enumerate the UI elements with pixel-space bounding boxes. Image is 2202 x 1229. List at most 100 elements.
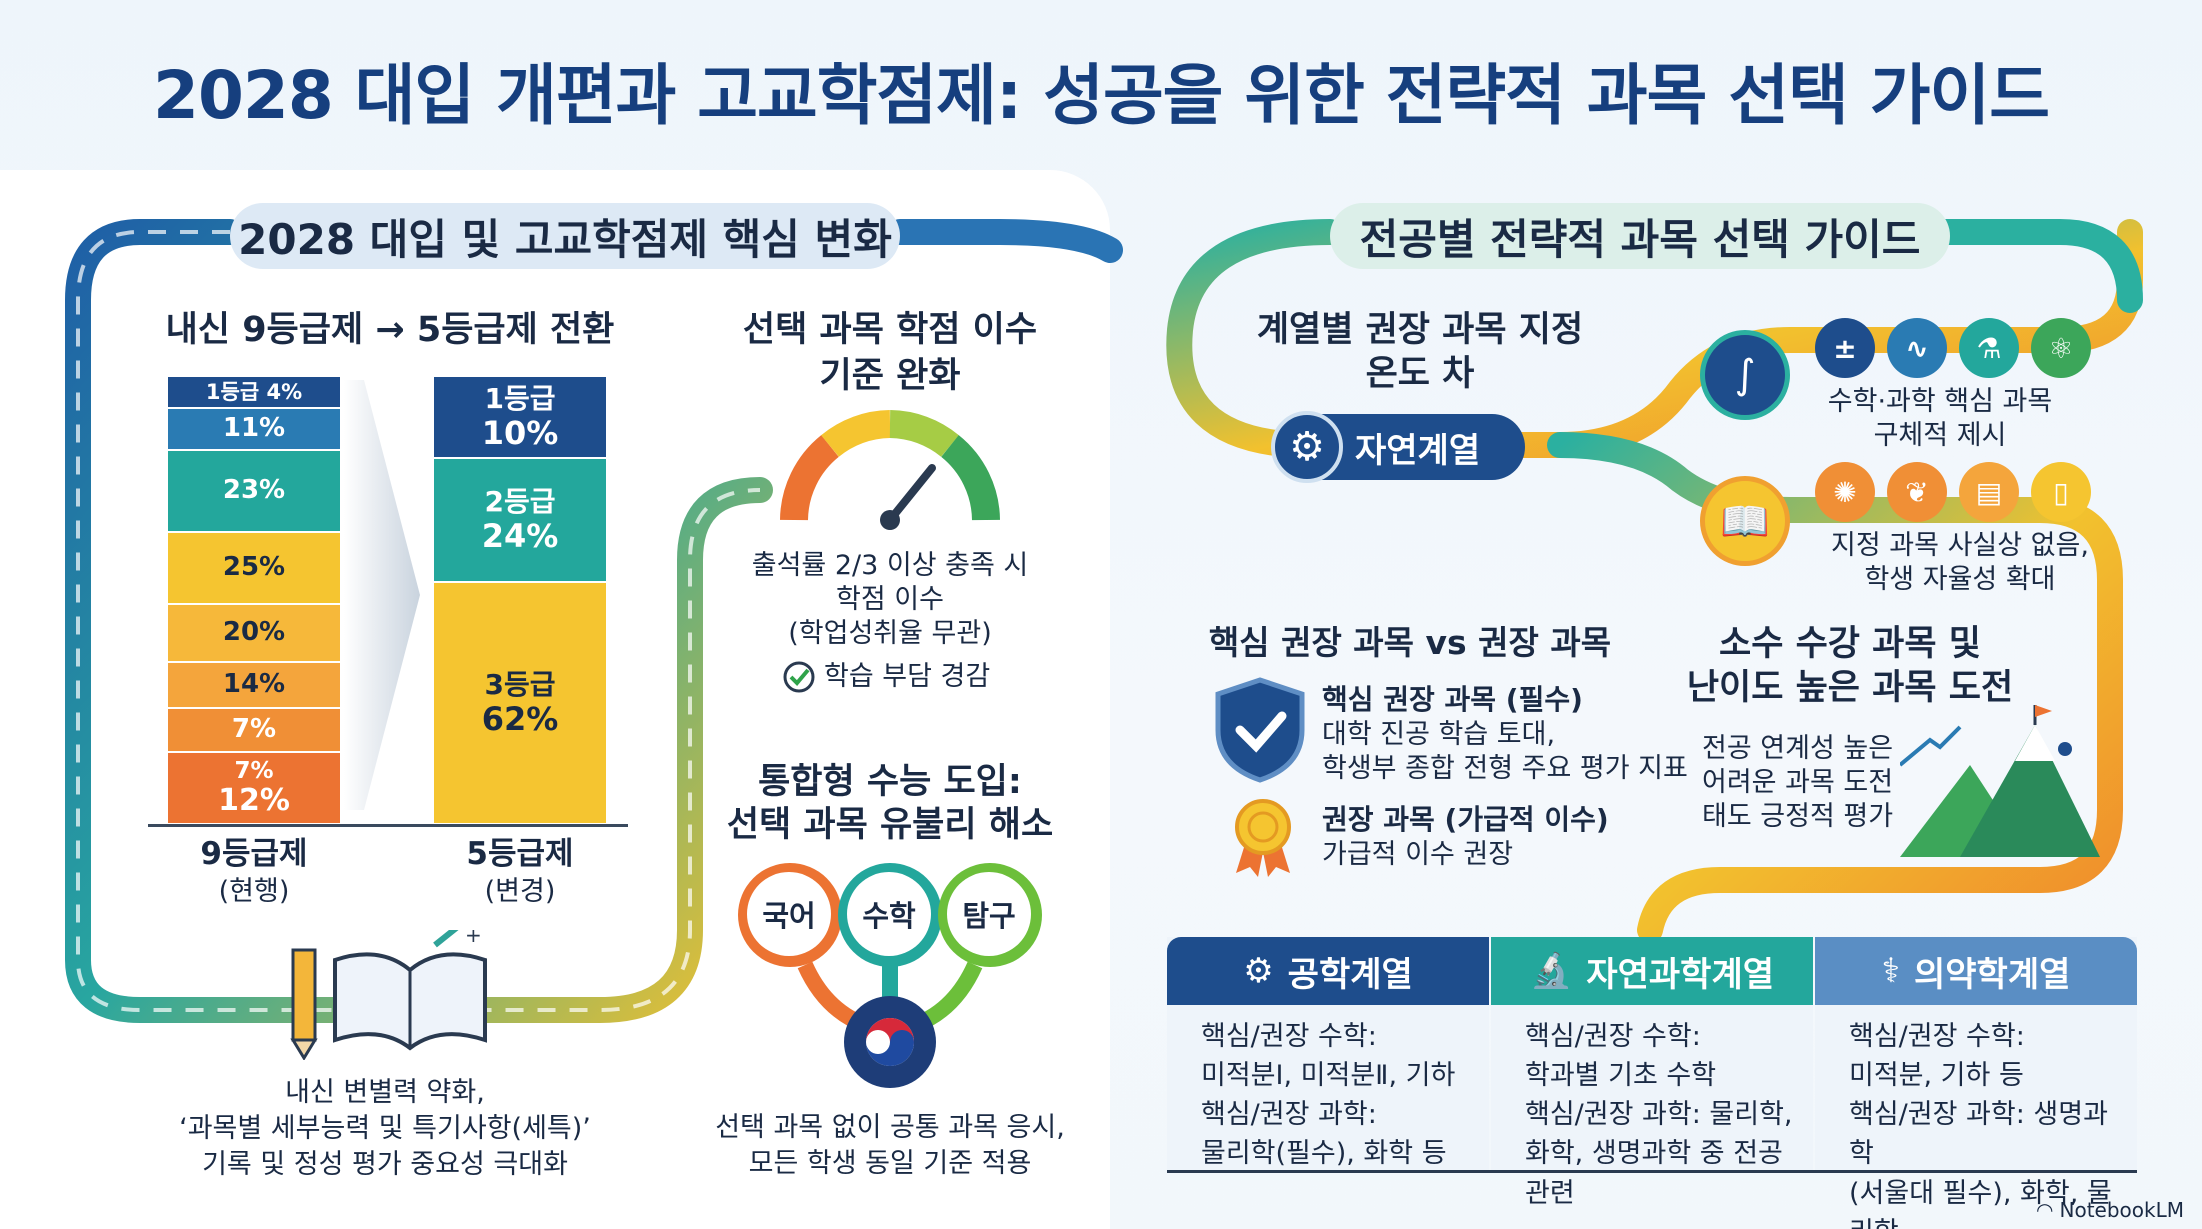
- bottom-note-2: ‘과목별 세부능력 및 특기사항(세특)’: [179, 1113, 591, 1144]
- atom-orange-icon: ✺: [1815, 462, 1875, 522]
- formula-icon: ∫: [1700, 330, 1790, 420]
- csat-title-2: 선택 과목 유불리 해소: [726, 805, 1054, 845]
- bar-seg-grade6: 14%: [168, 663, 340, 707]
- flask-icon: ⚗: [1959, 318, 2019, 378]
- subject-korean-inner: 국어: [747, 872, 831, 956]
- nine-grade-label: 9등급제: [200, 836, 308, 872]
- credits-title-text: 선택 과목 학점 이수 기준 완화: [742, 310, 1038, 396]
- transition-arrow: [344, 380, 420, 810]
- credits-check-row: 학습 부담 경감: [782, 658, 1042, 696]
- natural-science-l4: 화학, 생명과학 중 전공 관련: [1525, 1138, 1783, 1209]
- wave-icon: ∿: [1887, 318, 1947, 378]
- bar-seg-grade3: 23%: [168, 451, 340, 531]
- bar-seg-grade2: 11%: [168, 409, 340, 449]
- nine-grade-bar: 1등급 4% 11% 23% 25% 20% 14% 7% 7% 12%: [168, 377, 340, 823]
- mountain-climber-icon: [1900, 705, 2100, 857]
- subject-inquiry-inner: 탐구: [947, 872, 1031, 956]
- challenge-title-1: 소수 수강 과목 및: [1719, 624, 1981, 664]
- footer-brand: ◠ NotebookLM: [2036, 1198, 2184, 1222]
- medical-column: ⚕ 의약학계열 핵심/권장 수학: 미적분, 기하 등 핵심/권장 과학: 생명…: [1815, 937, 2137, 1229]
- natural-science-l3: 핵심/권장 과학: 물리학,: [1525, 1099, 1793, 1131]
- challenge-title-2: 난이도 높은 과목 도전: [1686, 668, 2014, 708]
- gears-icon: ⚙: [1271, 411, 1343, 483]
- bar-seg-grade4: 25%: [168, 533, 340, 603]
- subject-math-inner: 수학: [847, 872, 931, 956]
- natural-science-column: 🔬 자연과학계열 핵심/권장 수학: 학과별 기초 수학 핵심/권장 과학: 물…: [1491, 937, 1813, 1209]
- five-grade-label: 5등급제: [466, 836, 574, 872]
- core-title: 핵심 권장 과목 (필수): [1322, 683, 1583, 716]
- new-grade3-label: 3등급: [484, 667, 556, 701]
- credits-desc-3: (학업성취율 무관): [788, 618, 992, 649]
- svg-text:+: +: [465, 930, 482, 947]
- engineering-l3: 핵심/권장 과학:: [1201, 1099, 1377, 1131]
- subject-korean: 국어: [736, 861, 842, 967]
- new-grade2: 2등급 24%: [434, 459, 606, 581]
- right-section-header: 전공별 전략적 과목 선택 가이드: [1330, 203, 1950, 269]
- engineering-l2: 미적분Ⅰ, 미적분Ⅱ, 기하: [1201, 1060, 1456, 1092]
- grading-title: 내신 9등급제 → 5등급제 전환: [165, 310, 615, 350]
- medical-l4: (서울대 필수), 화학, 물리학: [1849, 1177, 2112, 1229]
- credits-title: 선택 과목 학점 이수 기준 완화: [730, 308, 1050, 399]
- natural-track-label: 자연계열: [1355, 430, 1481, 471]
- challenge-desc-2: 어려운 과목 도전: [1702, 767, 1894, 798]
- bar-baseline: [148, 824, 628, 827]
- table-baseline: [1167, 1170, 2137, 1173]
- notebooklm-logo-icon: ◠: [2036, 1198, 2054, 1222]
- gauge-icon: [780, 410, 1000, 530]
- top-branch-2: 구체적 제시: [1873, 420, 2007, 451]
- atom-icon: ⚛: [2031, 318, 2091, 378]
- footer-brand-text: NotebookLM: [2059, 1198, 2185, 1222]
- new-grade2-pct: 24%: [481, 516, 559, 555]
- bar-seg-grade5: 20%: [168, 605, 340, 661]
- bottom-branch-2: 학생 자율성 확대: [1864, 564, 2056, 595]
- medical-header-label: 의약학계열: [1914, 954, 2071, 995]
- engineering-header-label: 공학계열: [1287, 954, 1413, 995]
- engineering-l4: 물리학(필수), 화학 등: [1201, 1138, 1447, 1170]
- nine-grade-sub: (현행): [218, 876, 290, 907]
- check-circle-icon: [783, 661, 815, 693]
- bar-seg-grade8-9: 7% 12%: [168, 753, 340, 823]
- core-desc-1: 대학 진공 학습 토대,: [1322, 719, 1556, 750]
- new-grade3-pct: 62%: [481, 699, 559, 738]
- bottom-branch-1: 지정 과목 사실상 없음,: [1831, 530, 2089, 561]
- medal-icon: [1235, 799, 1291, 877]
- credits-desc-2: 학점 이수: [836, 584, 944, 615]
- new-grade1-label: 1등급: [484, 381, 556, 415]
- medical-l2: 미적분, 기하 등: [1849, 1060, 2024, 1092]
- medical-body: 핵심/권장 수학: 미적분, 기하 등 핵심/권장 과학: 생명과학 (서울대 …: [1849, 1017, 2127, 1229]
- book-icon: ▯: [2031, 462, 2091, 522]
- left-section-header: 2028 대입 및 고교학점제 핵심 변화: [230, 203, 900, 269]
- temp-title-1: 계열별 권장 과목 지정: [1256, 310, 1584, 350]
- bottom-note-3: 기록 및 정성 평가 중요성 극대화: [202, 1149, 568, 1180]
- natural-science-l1: 핵심/권장 수학:: [1525, 1021, 1701, 1052]
- subject-math: 수학: [836, 861, 942, 967]
- csat-desc-2: 모든 학생 동일 기준 적용: [748, 1148, 1032, 1179]
- engineering-l1: 핵심/권장 수학:: [1201, 1021, 1377, 1052]
- microscope-icon: 🔬: [1529, 951, 1573, 991]
- engineering-body: 핵심/권장 수학: 미적분Ⅰ, 미적분Ⅱ, 기하 핵심/권장 과학: 물리학(필…: [1201, 1017, 1479, 1174]
- science-icons-row: ± ∿ ⚗ ⚛: [1815, 318, 2091, 378]
- temp-title-2: 온도 차: [1365, 354, 1475, 394]
- top-branch-1: 수학·과학 핵심 과목: [1827, 386, 2053, 417]
- natural-science-header-label: 자연과학계열: [1586, 954, 1775, 995]
- engineering-column: ⚙ 공학계열 핵심/권장 수학: 미적분Ⅰ, 미적분Ⅱ, 기하 핵심/권장 과학…: [1167, 937, 1489, 1171]
- humanities-icons-row: ✺ ❦ ▤ ▯: [1815, 462, 2091, 522]
- five-grade-sub: (변경): [484, 876, 556, 907]
- subject-inquiry: 탐구: [936, 861, 1042, 967]
- natural-science-body: 핵심/권장 수학: 학과별 기초 수학 핵심/권장 과학: 물리학, 화학, 생…: [1525, 1017, 1803, 1213]
- rec-title: 권장 과목 (가급적 이수): [1322, 803, 1609, 836]
- grade9-pct: 12%: [218, 782, 290, 818]
- rec-desc: 가급적 이수 권장: [1322, 839, 1514, 870]
- bar-seg-grade1: 1등급 4%: [168, 377, 340, 407]
- book-pencil-icon: +: [290, 930, 487, 1060]
- document-icon: ▤: [1959, 462, 2019, 522]
- natural-science-l2: 학과별 기초 수학: [1525, 1060, 1717, 1092]
- math-ops-icon: ±: [1815, 318, 1875, 378]
- medical-l1: 핵심/권장 수학:: [1849, 1021, 2025, 1052]
- credits-desc-1: 출석률 2/3 이상 충족 시: [751, 550, 1029, 581]
- page-title: 2028 대입 개편과 고교학점제: 성공을 위한 전략적 과목 선택 가이드: [153, 57, 2050, 134]
- core-desc-2: 학생부 종합 전형 주요 평가 지표: [1322, 753, 1688, 784]
- challenge-desc-1: 전공 연계성 높은: [1702, 733, 1894, 764]
- natural-science-header: 🔬 자연과학계열: [1491, 937, 1813, 1005]
- five-grade-bar: 1등급 10% 2등급 24% 3등급 62%: [434, 377, 606, 823]
